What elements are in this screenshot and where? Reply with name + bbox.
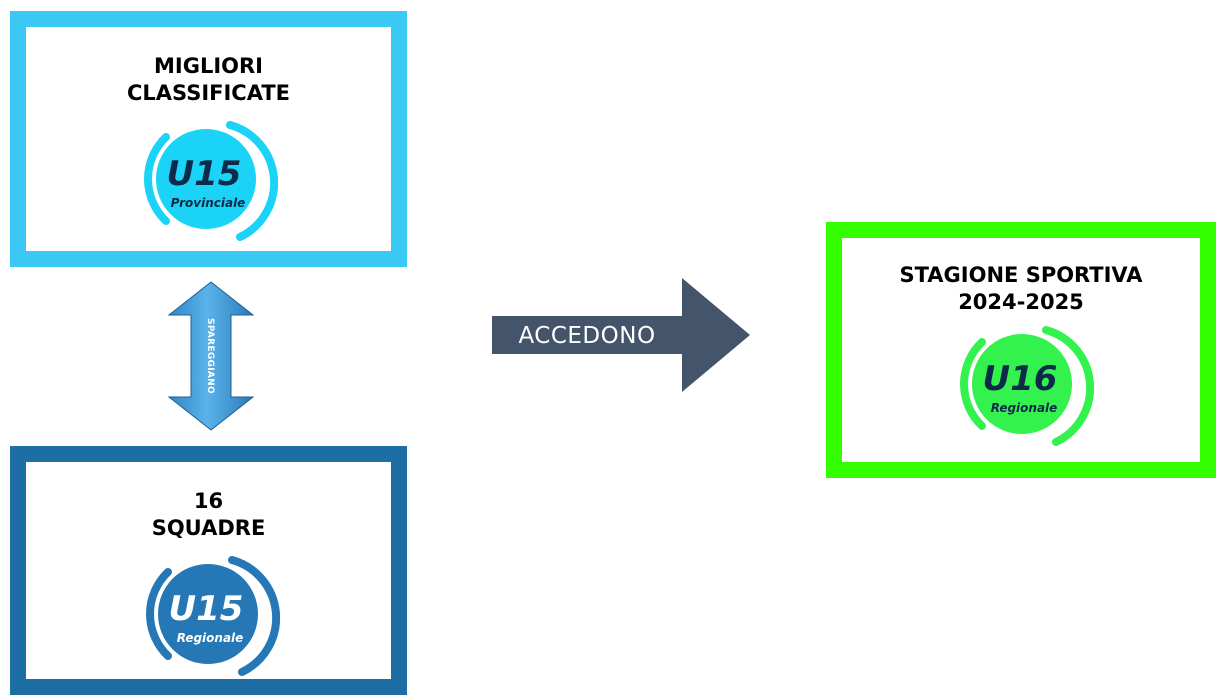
- badge-ring-right: [228, 556, 280, 676]
- spareggiano-label: SPAREGGIANO: [205, 318, 215, 394]
- box-title-16-squadre: 16 SQUADRE: [151, 489, 266, 540]
- badge-main-text: U16: [983, 359, 1058, 399]
- u15-provinciale-badge: U15 Provinciale: [136, 115, 278, 243]
- badge-sub-text: Provinciale: [171, 196, 246, 210]
- box-title-migliori-classificate: MIGLIORI CLASSIFICATE: [126, 54, 291, 105]
- badge-ring-left: [144, 133, 170, 225]
- accedono-arrow: [492, 278, 750, 392]
- badge-disc: [156, 129, 256, 229]
- box-title-stagione-sportiva: STAGIONE SPORTIVA 2024-2025: [899, 263, 1143, 314]
- badge-main-text: U15: [167, 154, 242, 194]
- badge-ring-left: [146, 568, 172, 660]
- badge-main-text: U15: [169, 589, 244, 629]
- badge-ring-right: [226, 121, 278, 241]
- badge-disc: [972, 334, 1072, 434]
- accedono-label: ACCEDONO: [518, 323, 656, 349]
- badge-sub-text: Regionale: [177, 631, 244, 645]
- u16-regionale-badge: U16 Regionale: [952, 320, 1094, 448]
- u15-regionale-badge: U15 Regionale: [138, 550, 280, 678]
- badge-ring-left: [960, 338, 986, 430]
- badge-ring-right: [1042, 326, 1094, 446]
- spareggiano-double-arrow: [168, 281, 254, 431]
- badge-sub-text: Regionale: [991, 401, 1058, 415]
- badge-disc: [158, 564, 258, 664]
